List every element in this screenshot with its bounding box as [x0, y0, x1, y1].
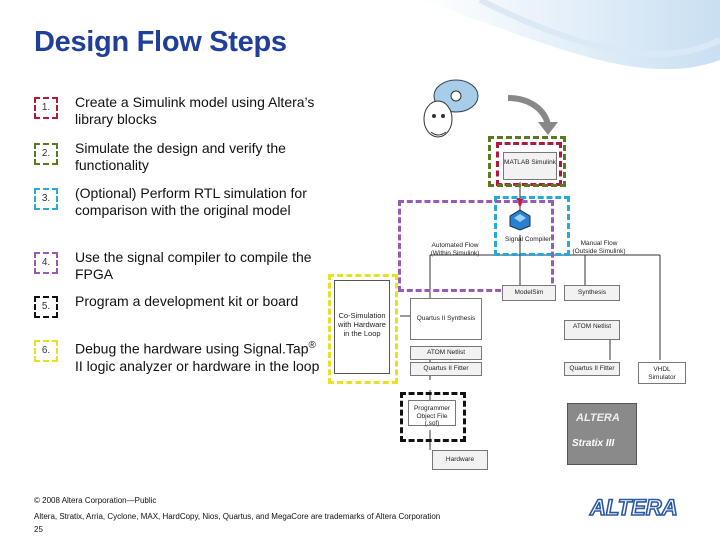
atom-netlist-box: ATOM Netlist — [410, 346, 482, 360]
step-number: 2. — [34, 143, 58, 165]
signal-compiler-icon — [509, 209, 531, 231]
step-text: Use the signal compiler to compile the F… — [75, 249, 312, 282]
automated-flow-label: Automated Flow (Within Simulink) — [430, 242, 480, 257]
chip-product-name: Stratix III — [572, 438, 615, 449]
design-flow-diagram: MATLAB Simulink Signal Compiler Automate… — [320, 70, 700, 470]
modelsim-box: ModelSim — [502, 285, 556, 301]
step-3-highlight — [494, 196, 570, 256]
page-number: 25 — [34, 525, 43, 534]
step-number: 3. — [34, 188, 58, 210]
synthesis-box: Synthesis — [564, 285, 620, 301]
step-number: 4. — [34, 252, 58, 274]
page-title: Design Flow Steps — [34, 26, 287, 58]
programmer-box: Programmer Object File (.sof) — [408, 400, 456, 427]
stratix-iii-chip-image: ALTERA Stratix III — [567, 403, 637, 465]
step-text: (Optional) Perform RTL simulation for co… — [75, 185, 307, 218]
quartus-fitter-box: Quartus II Fitter — [410, 362, 482, 376]
step-text: Simulate the design and verify the funct… — [75, 140, 286, 173]
header-swoosh-decoration — [420, 0, 720, 70]
chip-logo-text: ALTERA — [576, 412, 620, 424]
vhdl-simulator-box: VHDL Simulator — [638, 362, 686, 384]
copyright-text: © 2008 Altera Corporation—Public — [34, 496, 157, 505]
co-simulation-box: Co-Simulation with Hardware in the Loop — [334, 280, 390, 374]
matlab-simulink-box: MATLAB Simulink — [503, 152, 557, 180]
trademarks-text: Altera, Stratix, Arria, Cyclone, MAX, Ha… — [34, 512, 441, 521]
step-number: 6. — [34, 340, 58, 362]
quartus-synthesis-box: Quartus II Synthesis — [410, 298, 482, 340]
hardware-box: Hardware — [432, 450, 488, 470]
step-2-highlight — [488, 136, 566, 187]
step-number: 5. — [34, 296, 58, 318]
quartus-fitter-box-manual: Quartus II Fitter — [564, 362, 620, 376]
idea-person-icon — [423, 79, 479, 138]
step-text: Debug the hardware using Signal.Tap® II … — [75, 340, 320, 374]
step-text: Create a Simulink model using Altera’s l… — [75, 94, 315, 127]
step-number: 1. — [34, 97, 58, 119]
altera-logo: ALTERA — [588, 494, 678, 521]
altera-logo-text: ALTERA — [589, 495, 678, 520]
manual-flow-label: Manual Flow (Outside Simulink) — [572, 240, 626, 255]
step-6-highlight — [328, 274, 398, 384]
step-4-highlight — [398, 200, 554, 292]
atom-netlist-box-manual: ATOM Netlist — [564, 320, 620, 340]
signal-compiler-label: Signal Compiler — [505, 236, 551, 243]
step-text: Program a development kit or board — [75, 293, 299, 309]
step-5-highlight — [400, 392, 466, 442]
